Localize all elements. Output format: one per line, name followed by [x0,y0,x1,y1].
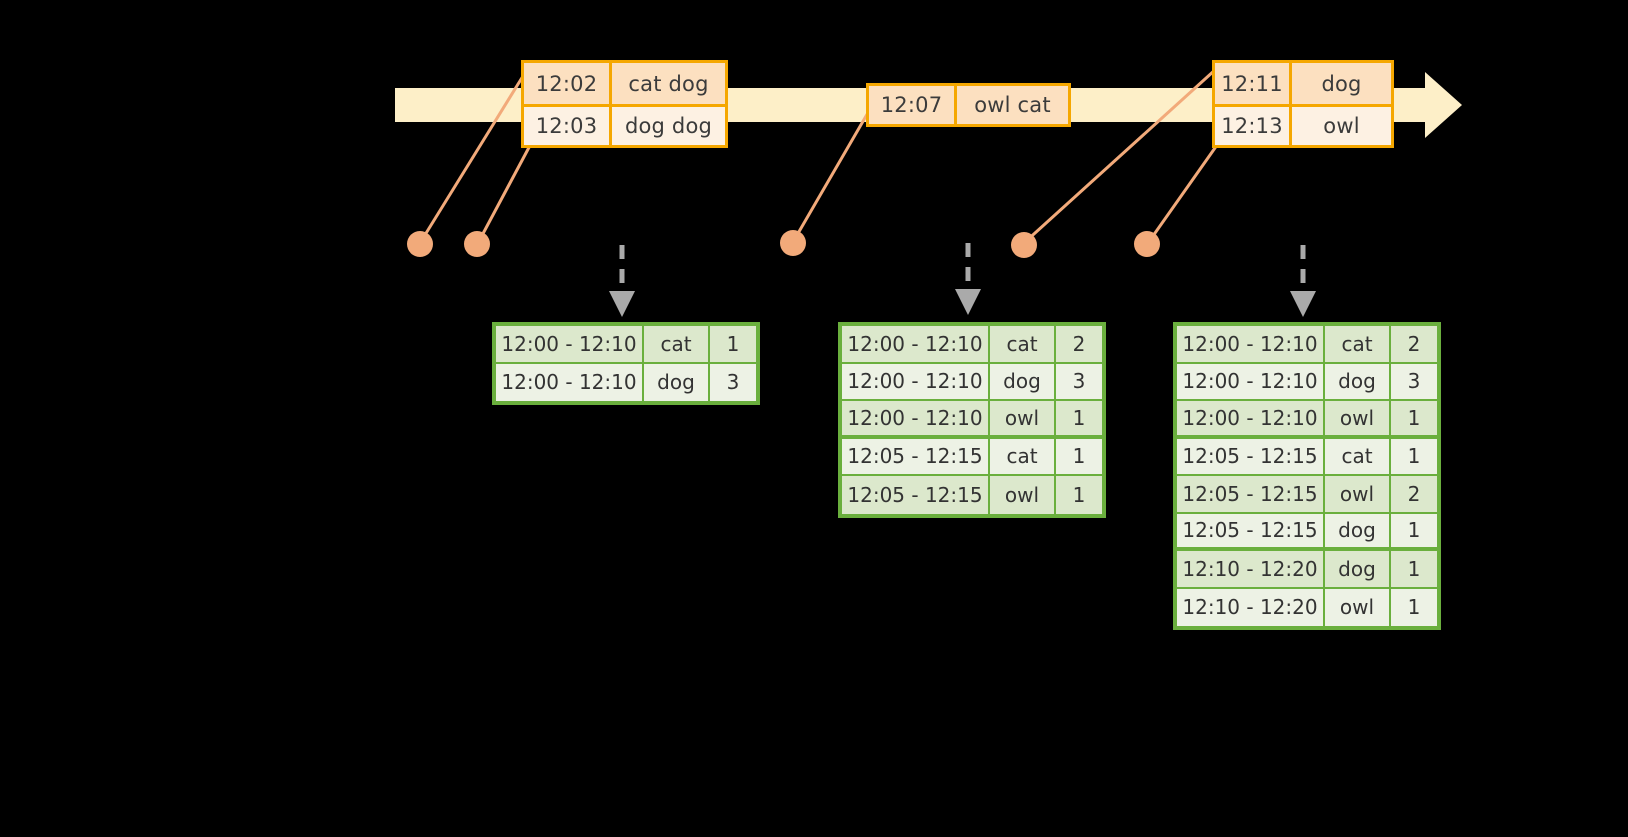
event-words: dog dog [612,107,725,145]
cell-count: 1 [710,326,756,364]
event-time: 12:11 [1215,63,1292,104]
emit-arrows [619,243,1306,295]
cell-word: dog [1325,363,1391,401]
cell-count: 1 [1391,513,1437,551]
event-words: owl [1292,107,1391,145]
event-row-5: 12:13 owl [1215,104,1391,145]
cell-word: cat [990,438,1056,476]
cell-window: 12:05 - 12:15 [842,438,990,476]
cell-word: owl [1325,401,1391,439]
cell-window: 12:00 - 12:10 [1177,401,1325,439]
event-time: 12:03 [524,107,612,145]
cell-word: cat [1325,438,1391,476]
cell-word: cat [1325,326,1391,364]
cell-count: 1 [1056,476,1102,514]
event-dots [407,230,1160,258]
cell-count: 3 [1391,363,1437,401]
cell-word: owl [990,476,1056,514]
event-words: cat dog [612,63,725,104]
cell-window: 12:05 - 12:15 [1177,476,1325,514]
cell-word: dog [644,363,710,401]
cell-count: 1 [1056,401,1102,439]
event-time: 12:02 [524,63,612,104]
event-time: 12:07 [869,86,957,124]
event-dot-4 [1011,232,1037,258]
event-dot-5 [1134,231,1160,257]
cell-word: dog [990,363,1056,401]
event-dot-2 [464,231,490,257]
cell-count: 1 [1056,438,1102,476]
event-row-1: 12:02 cat dog [524,63,725,104]
cell-window: 12:10 - 12:20 [1177,551,1325,589]
cell-word: cat [644,326,710,364]
event-row-2: 12:03 dog dog [524,104,725,145]
cell-count: 1 [1391,438,1437,476]
cell-word: cat [990,326,1056,364]
cell-word: owl [990,401,1056,439]
cell-window: 12:00 - 12:10 [842,363,990,401]
cell-window: 12:00 - 12:10 [1177,363,1325,401]
cell-count: 1 [1391,401,1437,439]
event-box-group-3: 12:11 dog 12:13 owl [1212,60,1394,148]
cell-window: 12:05 - 12:15 [1177,513,1325,551]
cell-count: 1 [1391,551,1437,589]
cell-count: 2 [1391,476,1437,514]
cell-window: 12:10 - 12:20 [1177,588,1325,626]
cell-count: 3 [710,363,756,401]
cell-window: 12:00 - 12:10 [496,363,644,401]
event-box-group-1: 12:02 cat dog 12:03 dog dog [521,60,728,148]
cell-window: 12:00 - 12:10 [842,401,990,439]
cell-window: 12:00 - 12:10 [1177,326,1325,364]
cell-count: 1 [1391,588,1437,626]
event-box-group-2: 12:07 owl cat [866,83,1071,127]
event-words: owl cat [957,86,1068,124]
cell-word: dog [1325,551,1391,589]
cell-word: dog [1325,513,1391,551]
event-row-4: 12:11 dog [1215,63,1391,104]
event-row-3: 12:07 owl cat [869,86,1068,124]
event-dot-3 [780,230,806,256]
emit-arrowheads [609,289,1316,317]
cell-window: 12:00 - 12:10 [496,326,644,364]
event-words: dog [1292,63,1391,104]
cell-count: 3 [1056,363,1102,401]
cell-count: 2 [1391,326,1437,364]
event-dot-1 [407,231,433,257]
cell-count: 2 [1056,326,1102,364]
cell-window: 12:05 - 12:15 [1177,438,1325,476]
cell-word: owl [1325,588,1391,626]
cell-word: owl [1325,476,1391,514]
event-time: 12:13 [1215,107,1292,145]
cell-window: 12:05 - 12:15 [842,476,990,514]
cell-window: 12:00 - 12:10 [842,326,990,364]
